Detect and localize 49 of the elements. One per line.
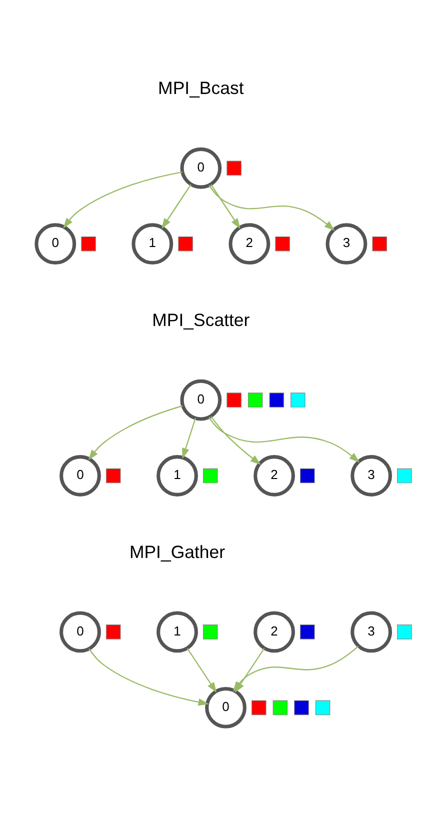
node-box [248,392,263,408]
arrow [210,416,261,465]
node-box [226,392,242,408]
node-circle: 2 [254,611,295,653]
arrow [88,648,209,706]
node-circle: 3 [350,611,392,653]
arrow [88,405,183,460]
arrow [182,418,196,459]
node-circle: 0 [180,147,222,189]
arrow [186,648,217,693]
node-box [272,700,288,716]
node-circle: 0 [205,686,246,728]
node-box [397,468,412,484]
node-box [315,700,330,716]
node-box [290,392,306,408]
node-box [300,468,315,484]
node-box [106,468,121,484]
arrow [208,184,335,231]
node-box [203,468,218,484]
node-box [294,700,309,716]
node-circle: 2 [254,455,295,496]
node-box [372,236,387,252]
node-circle: 1 [132,223,174,265]
arrow [63,171,182,228]
node-circle: 0 [180,379,222,421]
node-box [275,236,290,252]
arrow [161,184,192,229]
node-box [252,700,266,716]
node-box [226,160,242,176]
node-circle: 3 [350,455,392,496]
label: MPI_Gather [129,542,226,562]
node-circle: 3 [326,223,368,265]
node-circle: 1 [156,455,198,496]
node-box [81,236,96,252]
node-box [397,624,412,640]
label: MPI_Scatter [152,310,250,330]
node-circle: 0 [60,611,101,653]
node-box [300,624,315,640]
node-box [269,392,284,408]
node-circle: 2 [228,223,270,265]
node-box [178,236,193,252]
node-circle: 0 [34,223,76,265]
node-circle: 1 [156,611,198,653]
node-box [106,624,121,640]
node-box [203,624,218,640]
arrow [210,184,240,229]
label: MPI_Bcast [158,78,244,98]
node-circle: 0 [60,455,101,496]
arrow [208,416,360,463]
